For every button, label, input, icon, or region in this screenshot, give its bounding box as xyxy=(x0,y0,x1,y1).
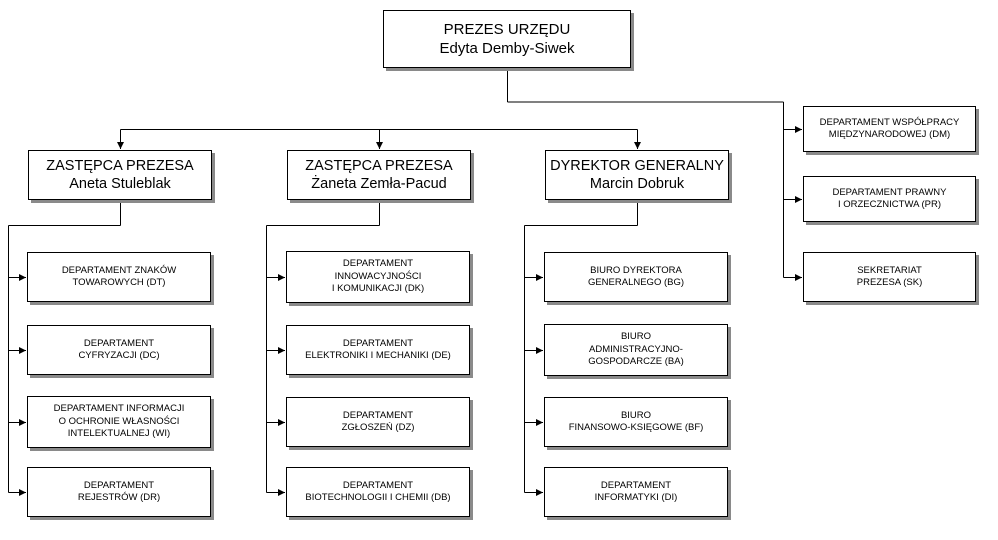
department-db-box: DEPARTAMENT BIOTECHNOLOGII I CHEMII (DB) xyxy=(286,467,470,517)
bureau-ba-box: BIURO ADMINISTRACYJNO- GOSPODARCZE (BA) xyxy=(544,324,728,376)
dept-line: REJESTRÓW (DR) xyxy=(77,492,161,503)
deputy-president-1-box: ZASTĘPCA PREZESA Aneta Stuleblak xyxy=(28,150,212,200)
dept-line: BIURO DYREKTORA xyxy=(590,264,682,276)
president-title: PREZES URZĘDU xyxy=(443,21,571,38)
bureau-bf-box: BIURO FINANSOWO-KSIĘGOWE (BF) xyxy=(544,397,728,447)
dept-line: PREZESA (SK) xyxy=(856,277,923,288)
dept-line: SEKRETARIAT xyxy=(857,264,922,276)
dept-line: DEPARTAMENT xyxy=(83,479,155,491)
dept-line: TOWAROWYCH (DT) xyxy=(72,277,166,288)
dept-line: O OCHRONIE WŁASNOŚCI xyxy=(58,415,180,427)
head-title: DYREKTOR GENERALNY xyxy=(550,158,724,174)
dept-line: INFORMATYKI (DI) xyxy=(594,492,678,503)
dept-line: DEPARTAMENT xyxy=(342,337,414,349)
dept-line: DEPARTAMENT PRAWNY xyxy=(832,186,947,198)
secretariat-sk-box: SEKRETARIAT PREZESA (SK) xyxy=(803,252,976,302)
dept-line: DEPARTAMENT WSPÓŁPRACY xyxy=(819,116,960,128)
department-pr-box: DEPARTAMENT PRAWNY I ORZECZNICTWA (PR) xyxy=(803,176,976,222)
dept-line: INTELEKTUALNEJ (WI) xyxy=(67,428,171,440)
president-name: Edyta Demby-Siwek xyxy=(439,40,575,57)
dept-line: BIOTECHNOLOGII I CHEMII (DB) xyxy=(305,492,451,503)
department-dk-box: DEPARTAMENT INNOWACYJNOŚCI I KOMUNIKACJI… xyxy=(286,251,470,303)
head-title: ZASTĘPCA PREZESA xyxy=(305,158,453,174)
department-dm-box: DEPARTAMENT WSPÓŁPRACY MIĘDZYNARODOWEJ (… xyxy=(803,106,976,152)
dept-line: ELEKTRONIKI I MECHANIKI (DE) xyxy=(305,350,451,361)
dept-line: ZGŁOSZEŃ (DZ) xyxy=(341,422,415,433)
dept-line: I ORZECZNICTWA (PR) xyxy=(837,199,942,210)
dept-line: I KOMUNIKACJI (DK) xyxy=(331,283,425,295)
dept-line: MIĘDZYNARODOWEJ (DM) xyxy=(828,129,951,140)
department-wi-box: DEPARTAMENT INFORMACJI O OCHRONIE WŁASNO… xyxy=(27,396,211,448)
dept-line: DEPARTAMENT INFORMACJI xyxy=(53,403,185,415)
head-name: Aneta Stuleblak xyxy=(69,176,171,192)
dept-line: GENERALNEGO (BG) xyxy=(587,277,685,288)
department-dt-box: DEPARTAMENT ZNAKÓW TOWAROWYCH (DT) xyxy=(27,252,211,302)
department-de-box: DEPARTAMENT ELEKTRONIKI I MECHANIKI (DE) xyxy=(286,325,470,375)
dept-line: DEPARTAMENT ZNAKÓW xyxy=(61,264,177,276)
dept-line: GOSPODARCZE (BA) xyxy=(588,356,684,368)
dept-line: DEPARTAMENT xyxy=(342,409,414,421)
department-dr-box: DEPARTAMENT REJESTRÓW (DR) xyxy=(27,467,211,517)
dept-line: DEPARTAMENT xyxy=(600,479,672,491)
dept-line: BIURO xyxy=(620,331,652,343)
deputy-president-2-box: ZASTĘPCA PREZESA Żaneta Zemła-Pacud xyxy=(287,150,471,200)
dept-line: DEPARTAMENT xyxy=(83,337,155,349)
director-general-box: DYREKTOR GENERALNY Marcin Dobruk xyxy=(545,150,729,200)
dept-line: FINANSOWO-KSIĘGOWE (BF) xyxy=(568,422,704,433)
president-box: PREZES URZĘDU Edyta Demby-Siwek xyxy=(383,10,631,68)
dept-line: DEPARTAMENT xyxy=(342,479,414,491)
head-name: Marcin Dobruk xyxy=(589,176,685,192)
bureau-bg-box: BIURO DYREKTORA GENERALNEGO (BG) xyxy=(544,252,728,302)
dept-line: BIURO xyxy=(620,409,652,421)
department-dz-box: DEPARTAMENT ZGŁOSZEŃ (DZ) xyxy=(286,397,470,447)
head-title: ZASTĘPCA PREZESA xyxy=(46,158,194,174)
dept-line: DEPARTAMENT xyxy=(342,258,414,270)
dept-line: ADMINISTRACYJNO- xyxy=(589,343,683,355)
department-di-box: DEPARTAMENT INFORMATYKI (DI) xyxy=(544,467,728,517)
department-dc-box: DEPARTAMENT CYFRYZACJI (DC) xyxy=(27,325,211,375)
dept-line: INNOWACYJNOŚCI xyxy=(334,270,422,282)
head-name: Żaneta Zemła-Pacud xyxy=(311,176,447,192)
dept-line: CYFRYZACJI (DC) xyxy=(78,350,160,361)
